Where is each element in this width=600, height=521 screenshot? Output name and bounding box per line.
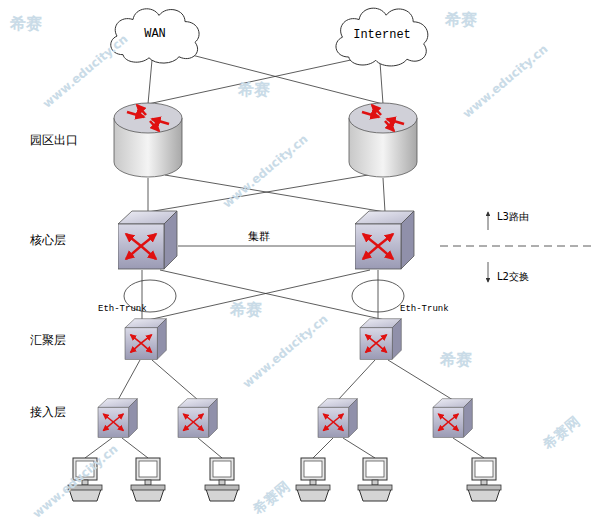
watermark: 希赛 [230, 300, 262, 321]
cloud-text: Internet [353, 28, 411, 42]
watermark: 希赛 [238, 80, 270, 101]
watermark: 希赛 [440, 350, 472, 371]
watermark: 希赛 [445, 10, 477, 31]
watermark: www.educity.cn [240, 312, 330, 391]
layer-label: 园区出口 [30, 132, 78, 149]
layer-label: 汇聚层 [30, 332, 66, 349]
watermark: www.educity.cn [220, 132, 310, 211]
cloud-node: Internet [330, 2, 434, 68]
trunk-label: Eth-Trunk [98, 304, 147, 314]
cluster-label: 集群 [248, 229, 270, 244]
watermark: www.educity.cn [30, 442, 120, 521]
trunk-label: Eth-Trunk [400, 304, 449, 314]
watermark: 希赛网 [540, 413, 584, 454]
watermark: 希赛网 [250, 478, 294, 519]
cloud-text: WAN [144, 27, 166, 41]
watermark: www.educity.cn [40, 32, 130, 111]
switching-label: L2交换 [497, 270, 529, 284]
watermark: www.educity.cn [460, 42, 550, 121]
layer-label: 接入层 [30, 404, 66, 421]
layer-label: 核心层 [30, 232, 66, 249]
routing-label: L3路由 [497, 210, 529, 224]
watermark: 希赛 [10, 14, 42, 35]
